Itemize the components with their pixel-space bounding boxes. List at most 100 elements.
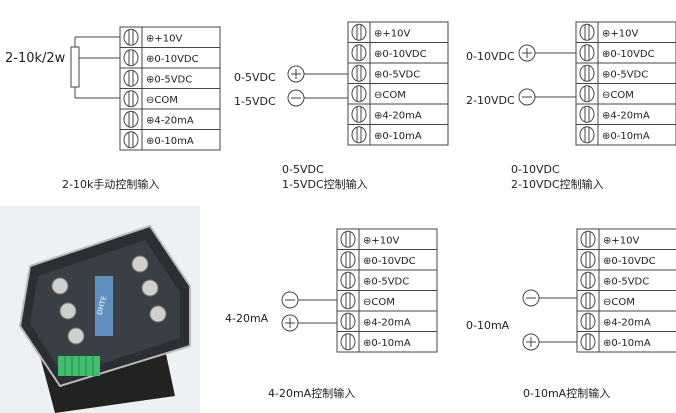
screw-icon [579, 85, 595, 103]
screw-icon [579, 23, 595, 41]
screw-icon [123, 69, 139, 87]
terminal-label: ⊕0-5VDC [603, 276, 649, 287]
screw-icon [123, 90, 139, 108]
v10-label-a: 0-10VDC [466, 50, 515, 63]
v10-caption-2: 2-10VDC控制输入 [511, 178, 604, 191]
screw-icon [340, 292, 356, 310]
terminal-label: ⊕0-10mA [146, 136, 194, 147]
screw-icon [579, 126, 595, 144]
terminal-label: ⊖COM [374, 90, 406, 101]
terminal-screw [576, 269, 600, 291]
screw-icon [340, 230, 356, 248]
v5-caption-1: 0-5VDC [282, 163, 324, 176]
screw-icon [351, 85, 367, 103]
screw-icon [579, 105, 595, 123]
terminal-screw [336, 269, 360, 291]
screw-icon [579, 64, 595, 82]
terminal-label: ⊖COM [146, 95, 178, 106]
terminal-label: ⊕0-5VDC [374, 69, 420, 80]
terminal-screw [576, 290, 600, 312]
screw-icon [580, 292, 596, 310]
terminal-label: ⊕0-10VDC [146, 54, 199, 65]
terminal-label: ⊕+10V [146, 33, 182, 44]
ma20-label: 4-20mA [225, 312, 269, 325]
terminal-screw [119, 108, 143, 130]
v10-caption-1: 0-10VDC [511, 163, 560, 176]
screw-icon [123, 131, 139, 149]
terminal-label: ⊕0-10mA [602, 131, 650, 142]
product-photo: DHTE [0, 206, 200, 413]
terminal-screw [336, 249, 360, 271]
pot-caption: 2-10k手动控制输入 [62, 178, 160, 191]
v5-label-a: 0-5VDC [234, 71, 276, 84]
terminal-label: ⊕4-20mA [146, 115, 194, 126]
terminal-label: ⊕4-20mA [603, 317, 651, 328]
terminal-label: ⊕4-20mA [374, 110, 422, 121]
terminal-screw [347, 21, 371, 43]
terminal-label: ⊕+10V [363, 235, 399, 246]
terminal-screw [576, 249, 600, 271]
v10-terminal-block: ⊕+10V⊕0-10VDC⊕0-5VDC⊖COM⊕4-20mA⊕0-10mA [575, 21, 676, 146]
terminal-screw [119, 129, 143, 151]
screw-icon [580, 271, 596, 289]
screw-icon [351, 64, 367, 82]
terminal-screw [119, 67, 143, 89]
terminal-screw [576, 310, 600, 332]
terminal-label: ⊕4-20mA [363, 317, 411, 328]
terminal-screw [575, 83, 599, 105]
pot-wiring [70, 36, 120, 99]
terminal-screw [347, 42, 371, 64]
terminal-label: ⊖COM [603, 297, 635, 308]
terminal-screw [575, 124, 599, 146]
screw-icon [580, 251, 596, 269]
terminal-label: ⊕+10V [374, 28, 410, 39]
terminal-screw [575, 42, 599, 64]
terminal-label: ⊕0-10mA [603, 338, 651, 349]
screw-icon [351, 126, 367, 144]
ma10-terminal-block: ⊕+10V ⊕0-10VDC ⊕0-5VDC ⊖COM ⊕4-20mA ⊕0-10mA [576, 228, 676, 353]
terminal-label: ⊖COM [602, 90, 634, 101]
terminal-screw [575, 62, 599, 84]
terminal-label: ⊕0-5VDC [363, 276, 409, 287]
terminal-label: ⊕0-5VDC [602, 69, 648, 80]
screw-icon [580, 333, 596, 351]
terminal-label: ⊕0-10VDC [363, 256, 416, 267]
terminal-label: ⊕+10V [603, 235, 639, 246]
terminal-label: ⊕0-10VDC [602, 49, 655, 60]
terminal-screw [336, 310, 360, 332]
terminal-screw [576, 228, 600, 250]
v10-wiring [518, 44, 576, 106]
ma20-wiring [281, 291, 337, 332]
terminal-label: ⊖COM [363, 297, 395, 308]
terminal-screw [347, 103, 371, 125]
terminal-label: ⊕0-10VDC [603, 256, 656, 267]
terminal-label: ⊕0-5VDC [146, 74, 192, 85]
terminal-label: ⊕0-10VDC [374, 49, 427, 60]
screw-icon [123, 110, 139, 128]
terminal-screw [347, 83, 371, 105]
terminal-screw [336, 331, 360, 353]
screw-icon [340, 312, 356, 330]
ma10-wiring [522, 289, 577, 351]
v5-label-b: 1-5VDC [234, 95, 276, 108]
screw-icon [340, 251, 356, 269]
screw-icon [351, 23, 367, 41]
screw-icon [123, 49, 139, 67]
terminal-screw [575, 103, 599, 125]
screw-icon [351, 105, 367, 123]
screw-icon [579, 44, 595, 62]
terminal-label: ⊕0-10mA [374, 131, 422, 142]
v10-label-b: 2-10VDC [466, 94, 515, 107]
ma20-caption: 4-20mA控制输入 [268, 387, 356, 400]
screw-icon [351, 44, 367, 62]
screw-icon [123, 28, 139, 46]
terminal-screw [576, 331, 600, 353]
v5-caption-2: 1-5VDC控制输入 [282, 178, 368, 191]
terminal-screw [347, 124, 371, 146]
terminal-screw [336, 228, 360, 250]
screw-icon [340, 333, 356, 351]
terminal-screw [119, 47, 143, 69]
pot-source-label: 2-10k/2w [5, 51, 66, 66]
ma20-terminal-block: ⊕+10V⊕0-10VDC⊕0-5VDC⊖COM⊕4-20mA⊕0-10mA [336, 228, 438, 353]
